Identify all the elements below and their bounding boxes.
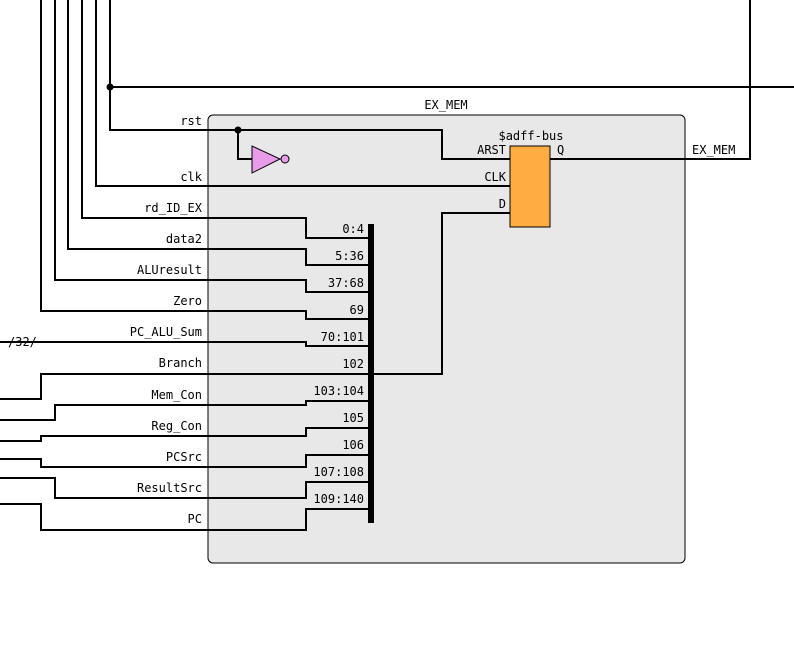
control-wires (95, 0, 794, 375)
inverter-input-wire[interactable] (237, 130, 252, 160)
clk-wire[interactable] (95, 0, 510, 187)
ex-mem-module-box[interactable] (207, 114, 686, 564)
register-pin-d: D (499, 197, 506, 211)
port-label-clk: clk (180, 170, 202, 184)
wire-zero[interactable] (40, 0, 371, 320)
port-label-mem-con: Mem_Con (151, 388, 202, 402)
slice-label: 107:108 (313, 465, 364, 479)
wire-branch[interactable] (0, 373, 371, 400)
junction-dot (234, 126, 242, 134)
wire-aluresult[interactable] (54, 0, 371, 293)
slice-label: 37:68 (328, 276, 364, 290)
output-port-label: EX_MEM (692, 143, 735, 157)
register-cell-type: $adff-bus (498, 129, 563, 143)
wire-pc-alu-sum[interactable] (0, 341, 371, 347)
junction-dot (106, 83, 114, 91)
wire-mem-con[interactable] (0, 400, 371, 421)
port-label-pc-alu-sum: PC_ALU_Sum (130, 325, 202, 339)
port-label-zero: Zero (173, 294, 202, 308)
register-pin-q: Q (557, 143, 564, 157)
port-label-pcsrc: PCSrc (166, 450, 202, 464)
slice-label: 103:104 (313, 384, 364, 398)
slice-label: 5:36 (335, 249, 364, 263)
register-pin-clk: CLK (484, 170, 506, 184)
output-wire[interactable] (550, 0, 751, 160)
slice-label: 109:140 (313, 492, 364, 506)
port-label-branch: Branch (159, 356, 202, 370)
port-label-aluresult: ALUresult (137, 263, 202, 277)
port-label-rd-id-ex: rd_ID_EX (144, 201, 203, 215)
register-pin-arst: ARST (477, 143, 506, 157)
port-label-reg-con: Reg_Con (151, 419, 202, 433)
slice-label: 70:101 (321, 330, 364, 344)
wire-reg-con[interactable] (0, 427, 371, 442)
not-gate-icon[interactable] (251, 145, 290, 174)
port-label-resultsrc: ResultSrc (137, 481, 202, 495)
slice-label: 105 (342, 411, 364, 425)
wire-rd-id-ex[interactable] (81, 0, 371, 239)
adff-register[interactable] (509, 145, 551, 228)
signal-wires (0, 0, 371, 531)
d-input-wire[interactable] (371, 212, 510, 375)
wire-pc[interactable] (0, 503, 371, 531)
module-title: EX_MEM (424, 98, 467, 112)
slice-label: 106 (342, 438, 364, 452)
port-label-data2: data2 (166, 232, 202, 246)
wire-data2[interactable] (67, 0, 371, 266)
slice-label: 0:4 (342, 222, 364, 236)
slice-label: 102 (342, 357, 364, 371)
wire-pcsrc[interactable] (0, 454, 371, 468)
port-label-pc: PC (188, 512, 202, 526)
slice-label: 69 (350, 303, 364, 317)
wire-resultsrc[interactable] (0, 477, 371, 499)
port-label-rst: rst (180, 114, 202, 128)
